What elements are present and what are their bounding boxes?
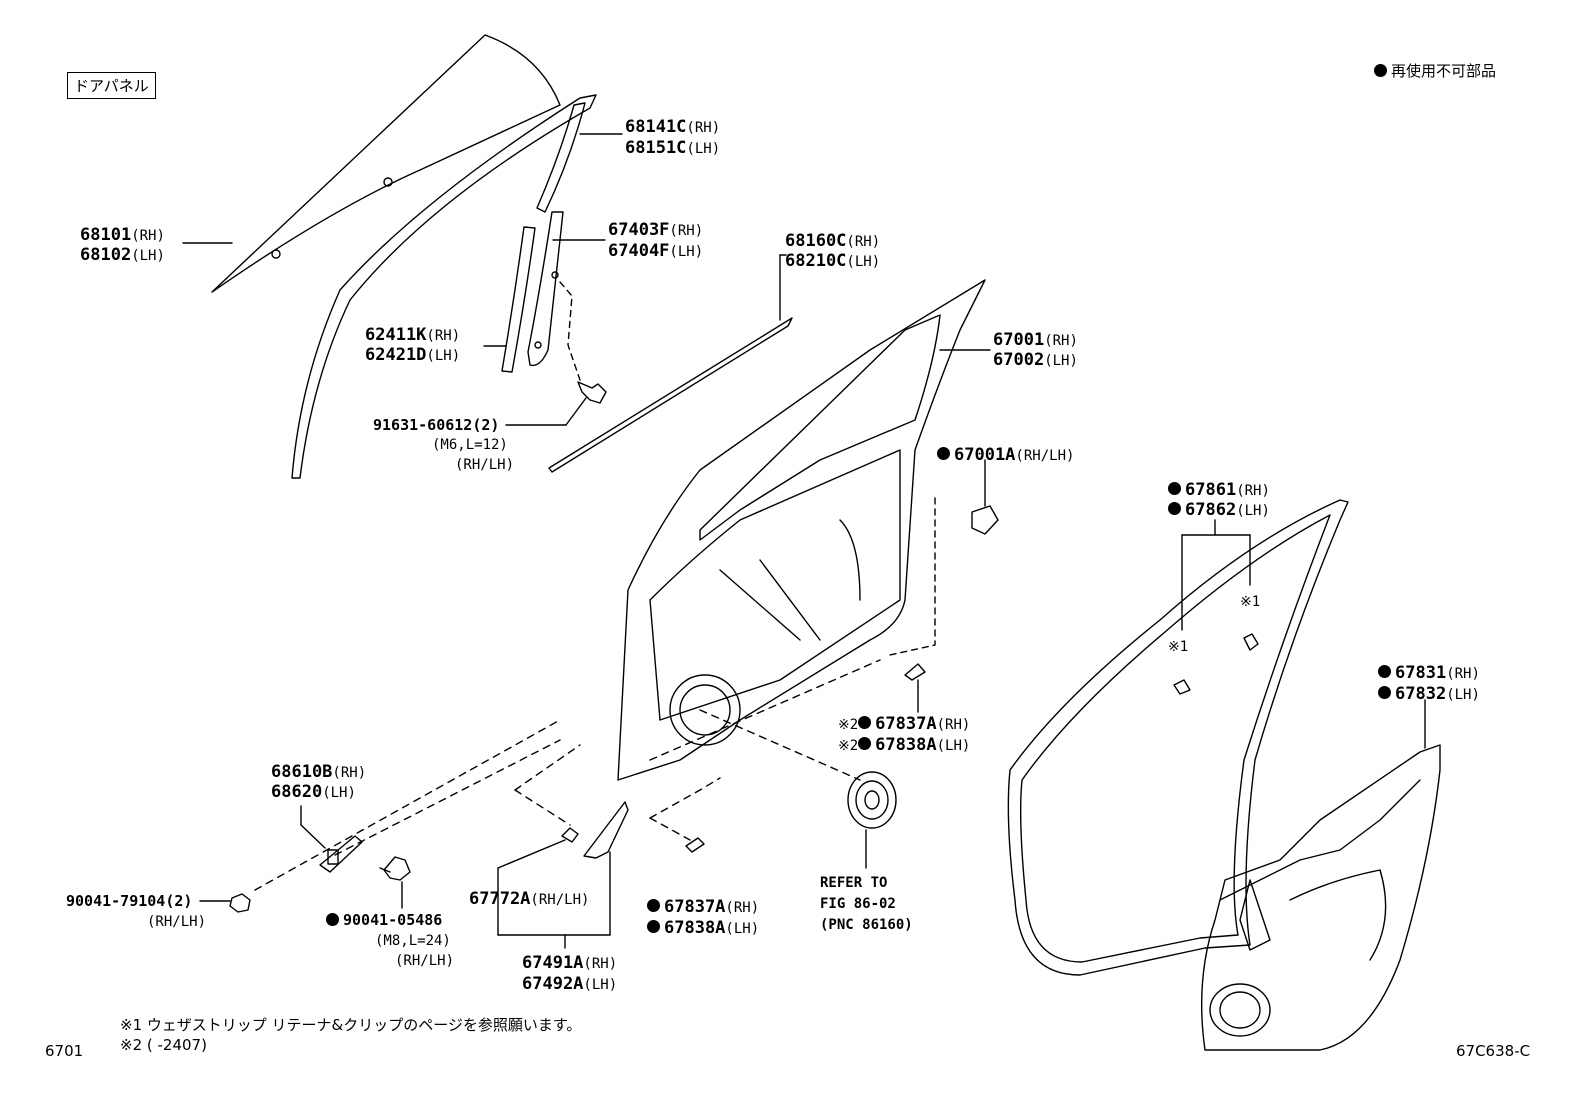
label-62411k[interactable]: 62411K(RH) <box>365 325 461 345</box>
refer-line-2[interactable]: FIG 86-02 <box>820 896 896 912</box>
label-68151c[interactable]: 68151C(LH) <box>625 138 721 158</box>
label-67403f[interactable]: 67403F(RH) <box>608 220 704 240</box>
non-reusable-dot-icon <box>1374 63 1387 77</box>
label-67837a-bot[interactable]: 67837A(RH) <box>647 897 759 918</box>
label-91631[interactable]: 91631-60612(2) <box>373 416 500 434</box>
bolt-90041-05486 <box>383 856 411 881</box>
door-panel <box>617 279 986 781</box>
non-reusable-dot-icon <box>647 920 660 933</box>
non-reusable-dot-icon <box>326 912 339 926</box>
door-glass <box>211 34 561 293</box>
label-68210c[interactable]: 68210C(LH) <box>785 251 881 271</box>
label-68102[interactable]: 68102(LH) <box>80 245 165 265</box>
corner-trim <box>583 801 629 859</box>
page-code: 6701 <box>45 1042 84 1060</box>
label-67001[interactable]: 67001(RH) <box>993 330 1078 350</box>
label-62421d[interactable]: 62421D(LH) <box>365 345 461 365</box>
footnote-1: ※1 ウェザストリップ リテーナ&クリップのページを参照願います。 <box>120 1016 582 1034</box>
rear-sash <box>527 211 564 367</box>
label-68620[interactable]: 68620(LH) <box>271 782 356 802</box>
clip-67772a <box>561 827 579 843</box>
non-reusable-dot-icon <box>647 899 660 912</box>
label-68610b[interactable]: 68610B(RH) <box>271 762 367 782</box>
mark-note1-a: ※1 <box>1240 594 1261 610</box>
speaker <box>847 771 897 829</box>
non-reusable-dot-icon <box>937 447 950 460</box>
nut-90041-79104 <box>229 893 251 913</box>
upper-channel <box>536 102 586 213</box>
plug-67001a <box>971 505 999 535</box>
label-67002[interactable]: 67002(LH) <box>993 350 1078 370</box>
bolt-91631 <box>577 381 607 404</box>
label-67404f[interactable]: 67404F(LH) <box>608 241 704 261</box>
door-trim <box>1200 744 1441 1051</box>
non-reusable-dot-icon <box>1378 665 1391 678</box>
door-check <box>319 835 363 873</box>
label-67832[interactable]: 67832(LH) <box>1378 684 1480 705</box>
legend-text: 再使用不可部品 <box>1391 62 1497 80</box>
title-box: ドアパネル <box>67 72 156 99</box>
label-90041-79104[interactable]: 90041-79104(2) <box>66 892 193 910</box>
label-67861[interactable]: 67861(RH) <box>1168 480 1270 501</box>
mark-note1-b: ※1 <box>1168 639 1189 655</box>
label-68141c[interactable]: 68141C(RH) <box>625 117 721 137</box>
non-reusable-dot-icon <box>858 737 872 750</box>
refer-line-3[interactable]: (PNC 86160) <box>820 917 913 933</box>
non-reusable-dot-icon <box>1168 482 1181 495</box>
label-67491a[interactable]: 67491A(RH) <box>522 953 618 973</box>
frame-moulding <box>291 94 597 479</box>
label-91631-spec: (M6,L=12) <box>432 437 508 453</box>
label-67838a-bot[interactable]: 67838A(LH) <box>647 918 759 939</box>
belt-moulding <box>548 317 793 473</box>
run-channel <box>501 226 536 373</box>
label-67492a[interactable]: 67492A(LH) <box>522 974 618 994</box>
label-67831[interactable]: 67831(RH) <box>1378 663 1480 684</box>
label-90041-05486-spec: (M8,L=24) <box>375 933 451 949</box>
label-67862[interactable]: 67862(LH) <box>1168 500 1270 521</box>
label-90041-05486-side: (RH/LH) <box>395 953 455 969</box>
refer-line-1[interactable]: REFER TO <box>820 875 888 891</box>
label-67001a[interactable]: 67001A(RH/LH) <box>937 445 1074 466</box>
weatherstrip <box>1007 499 1349 976</box>
label-68160c[interactable]: 68160C(RH) <box>785 231 881 251</box>
non-reusable-dot-icon <box>858 716 872 729</box>
footnote-2: ※2 ( -2407) <box>120 1036 207 1054</box>
legend: 再使用不可部品 <box>1374 60 1496 81</box>
label-67772a[interactable]: 67772A(RH/LH) <box>469 889 590 909</box>
label-91631-side: (RH/LH) <box>455 457 515 473</box>
non-reusable-dot-icon <box>1378 686 1391 699</box>
non-reusable-dot-icon <box>1168 502 1181 515</box>
label-68101[interactable]: 68101(RH) <box>80 225 165 245</box>
drawing-code: 67C638-C <box>1456 1042 1531 1060</box>
label-90041-79104-side: (RH/LH) <box>147 914 207 930</box>
label-90041-05486[interactable]: 90041-05486 <box>326 910 442 930</box>
